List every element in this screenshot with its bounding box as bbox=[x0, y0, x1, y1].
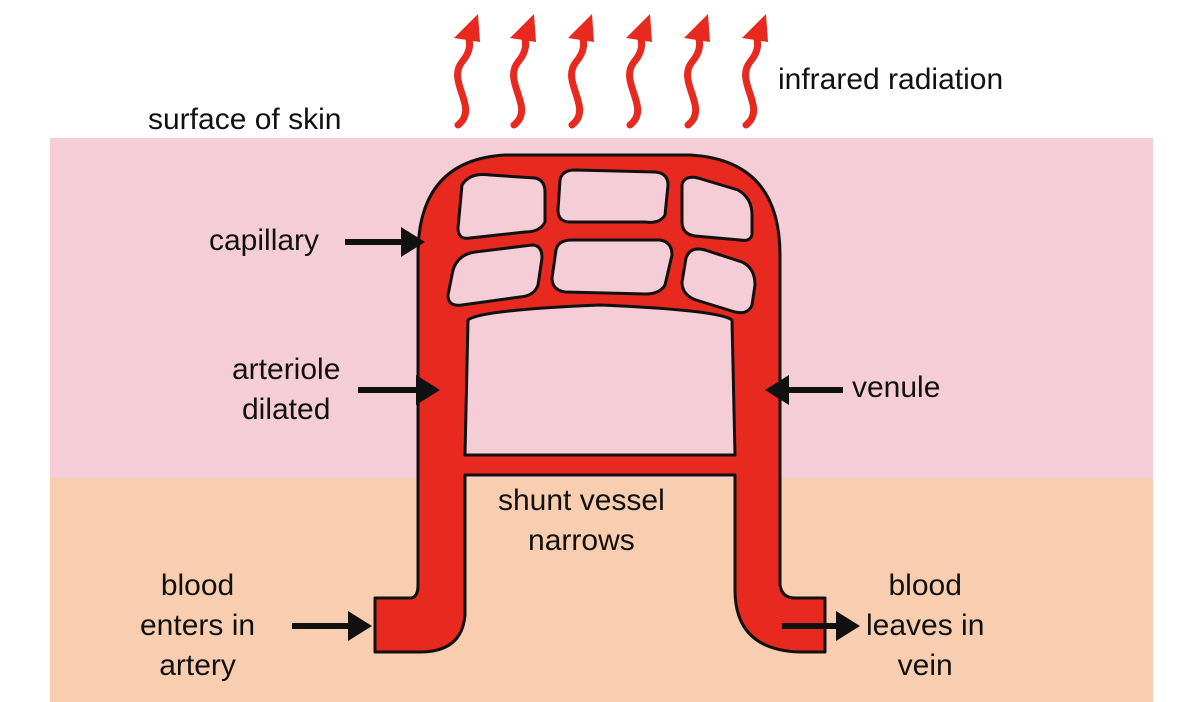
capillary-label: capillary bbox=[209, 224, 320, 257]
arteriole-label: arteriole dilated bbox=[232, 350, 340, 430]
arrow-icon bbox=[782, 611, 860, 641]
blood-enters-label-line: artery bbox=[159, 649, 236, 682]
shunt-vessel-label: shunt vessel narrows bbox=[498, 481, 665, 561]
infrared-radiation-label: infrared radiation bbox=[778, 63, 1004, 96]
wavy-arrow-icon bbox=[454, 14, 480, 129]
arrow-icon bbox=[765, 375, 843, 405]
arrow-icon bbox=[358, 375, 440, 405]
capillary-gap bbox=[456, 173, 547, 240]
capillary-gap bbox=[680, 175, 754, 242]
arteriole-label-line: arteriole bbox=[232, 353, 341, 386]
dermis-layer bbox=[50, 478, 1153, 702]
arteriole-label-line: dilated bbox=[241, 393, 331, 426]
capillary-gap bbox=[680, 247, 757, 315]
wavy-arrow-icon bbox=[568, 14, 594, 129]
blood-enters-label-line: blood bbox=[160, 569, 235, 602]
shunt-label-line: narrows bbox=[528, 524, 635, 557]
blood-leaves-label-line: vein bbox=[897, 649, 953, 682]
blood-leaves-label-line: leaves in bbox=[866, 609, 985, 642]
wavy-arrow-icon bbox=[510, 14, 536, 129]
infrared-radiation-arrows bbox=[454, 14, 768, 129]
pointer-arrows bbox=[292, 227, 860, 641]
blood-leaves-label: blood leaves in vein bbox=[866, 566, 984, 686]
capillary-gap bbox=[446, 243, 544, 307]
capillary-gap bbox=[550, 238, 674, 296]
shunt-label-line: shunt vessel bbox=[498, 484, 665, 517]
arrow-icon bbox=[292, 611, 372, 641]
surface-of-skin-label: surface of skin bbox=[148, 103, 342, 136]
wavy-arrow-icon bbox=[626, 14, 652, 129]
venule-label: venule bbox=[852, 371, 941, 404]
arrow-icon bbox=[345, 227, 425, 257]
wavy-arrow-icon bbox=[742, 14, 768, 129]
blood-enters-label: blood enters in artery bbox=[140, 566, 255, 686]
blood-enters-label-line: enters in bbox=[140, 609, 256, 642]
capillary-gap bbox=[556, 168, 670, 224]
blood-vessel-network bbox=[373, 153, 827, 654]
wavy-arrow-icon bbox=[684, 14, 710, 129]
blood-leaves-label-line: blood bbox=[888, 569, 962, 602]
